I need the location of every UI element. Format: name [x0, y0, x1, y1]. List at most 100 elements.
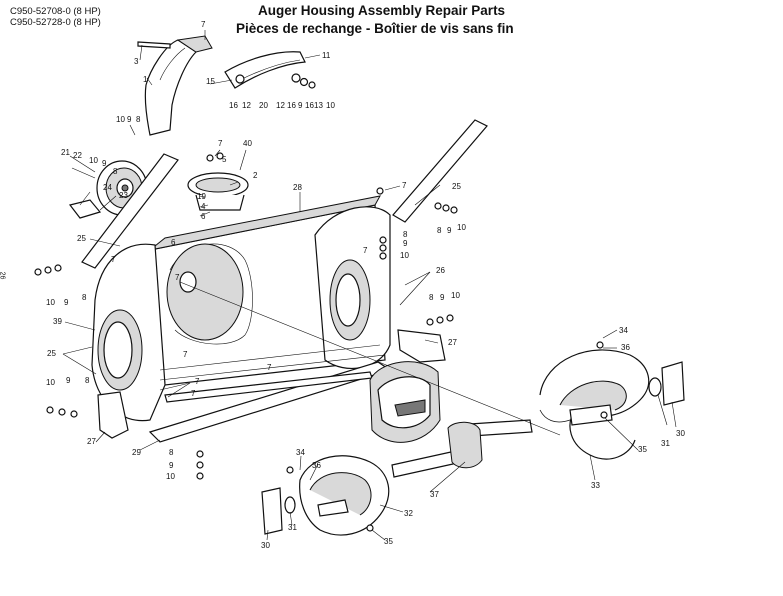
callout: 9	[403, 239, 408, 248]
callout: 20	[259, 101, 268, 110]
callout: 6	[201, 212, 206, 221]
callout: 8	[169, 448, 174, 457]
callout: 13	[314, 101, 323, 110]
chute-ring	[187, 172, 249, 211]
leader-lines	[62, 30, 677, 541]
callout: 9	[440, 293, 445, 302]
callout: 5	[222, 155, 227, 164]
callout: 9	[64, 298, 69, 307]
callout: 40	[243, 139, 252, 148]
callout: 37	[430, 490, 439, 499]
callout: 8	[136, 115, 141, 124]
support-bar-left	[81, 153, 179, 269]
callout: 30	[676, 429, 685, 438]
callout: 9	[102, 159, 107, 168]
callout: 25	[47, 349, 56, 358]
callout: 15	[206, 77, 215, 86]
callout: 25	[452, 182, 461, 191]
callout: 6	[171, 238, 176, 247]
callout: 10	[326, 101, 335, 110]
callout: 33	[591, 481, 600, 490]
callout: 7	[175, 273, 180, 282]
callout: 8	[429, 293, 434, 302]
support-bar-right	[392, 119, 488, 223]
bearing-left	[284, 496, 296, 514]
callout: 2	[253, 171, 258, 180]
callout: 16	[287, 101, 296, 110]
auger-left	[299, 455, 390, 536]
callout: 35	[384, 537, 393, 546]
callout: 7	[111, 255, 116, 264]
callout: 8	[403, 230, 408, 239]
impeller	[369, 361, 441, 443]
callout: 9	[66, 376, 71, 385]
callout: 10	[46, 298, 55, 307]
callout: 4	[201, 202, 206, 211]
callout: 11	[322, 51, 331, 60]
callout: 26	[436, 266, 445, 275]
callout: 9	[298, 101, 303, 110]
callout: 36	[621, 343, 630, 352]
callout: 35	[638, 445, 647, 454]
skid-shoe-left	[97, 391, 129, 439]
bearing-housing-left	[261, 487, 283, 535]
callout: 7	[201, 20, 206, 29]
callout: 12	[242, 101, 251, 110]
skid-shoe-right	[397, 329, 446, 363]
gearbox-shaft	[391, 419, 533, 478]
callout: 16	[229, 101, 238, 110]
callout: 28	[293, 183, 302, 192]
callout: 16	[305, 101, 314, 110]
callout: 19	[197, 192, 206, 201]
callout: 9	[127, 115, 132, 124]
callout: 34	[296, 448, 305, 457]
auger-housing	[91, 195, 391, 422]
callout: 32	[404, 509, 413, 518]
callout: 36	[312, 461, 321, 470]
callout: 9	[169, 461, 174, 470]
page-title-english: Auger Housing Assembly Repair Parts	[258, 3, 506, 18]
callout: 8	[82, 293, 87, 302]
callout: 10	[46, 378, 55, 387]
callout: 7	[402, 181, 407, 190]
bearing-right	[648, 377, 662, 397]
callout: 29	[132, 448, 141, 457]
callout: 8	[113, 167, 118, 176]
callout: 39	[53, 317, 62, 326]
model-number-1: C950-52708-0 (8 HP)	[10, 6, 101, 17]
discharge-chute	[137, 35, 213, 136]
callout: 10	[89, 156, 98, 165]
callout: 10	[451, 291, 460, 300]
callout: 1	[143, 75, 148, 84]
callout: 34	[619, 326, 628, 335]
callout: 7	[183, 350, 188, 359]
callout: 23	[119, 191, 128, 200]
callout: 7	[363, 246, 368, 255]
callout: 10	[166, 472, 175, 481]
callout: 9	[447, 226, 452, 235]
callout: 21	[61, 148, 70, 157]
callout: 8	[85, 376, 90, 385]
callout: 7	[191, 389, 196, 398]
callout: 10	[457, 223, 466, 232]
callout: 10	[400, 251, 409, 260]
callout: 27	[448, 338, 457, 347]
callout: 7	[195, 377, 200, 386]
auger-right	[539, 349, 650, 460]
model-number-2: C950-52728-0 (8 HP)	[10, 17, 101, 28]
callout: 31	[288, 523, 297, 532]
callout: 27	[87, 437, 96, 446]
page-title-french: Pièces de rechange - Boîtier de vis sans…	[236, 21, 514, 36]
callout: 31	[661, 439, 670, 448]
hardware-fasteners	[34, 152, 608, 532]
bearing-housing-right	[661, 361, 685, 406]
callout: 30	[261, 541, 270, 550]
callout: 24	[103, 183, 112, 192]
callout: 7	[218, 139, 223, 148]
callout: 8	[437, 226, 442, 235]
callout: 7	[267, 363, 272, 372]
callout: 10	[116, 115, 125, 124]
callout: 22	[73, 151, 82, 160]
callout: 12	[276, 101, 285, 110]
